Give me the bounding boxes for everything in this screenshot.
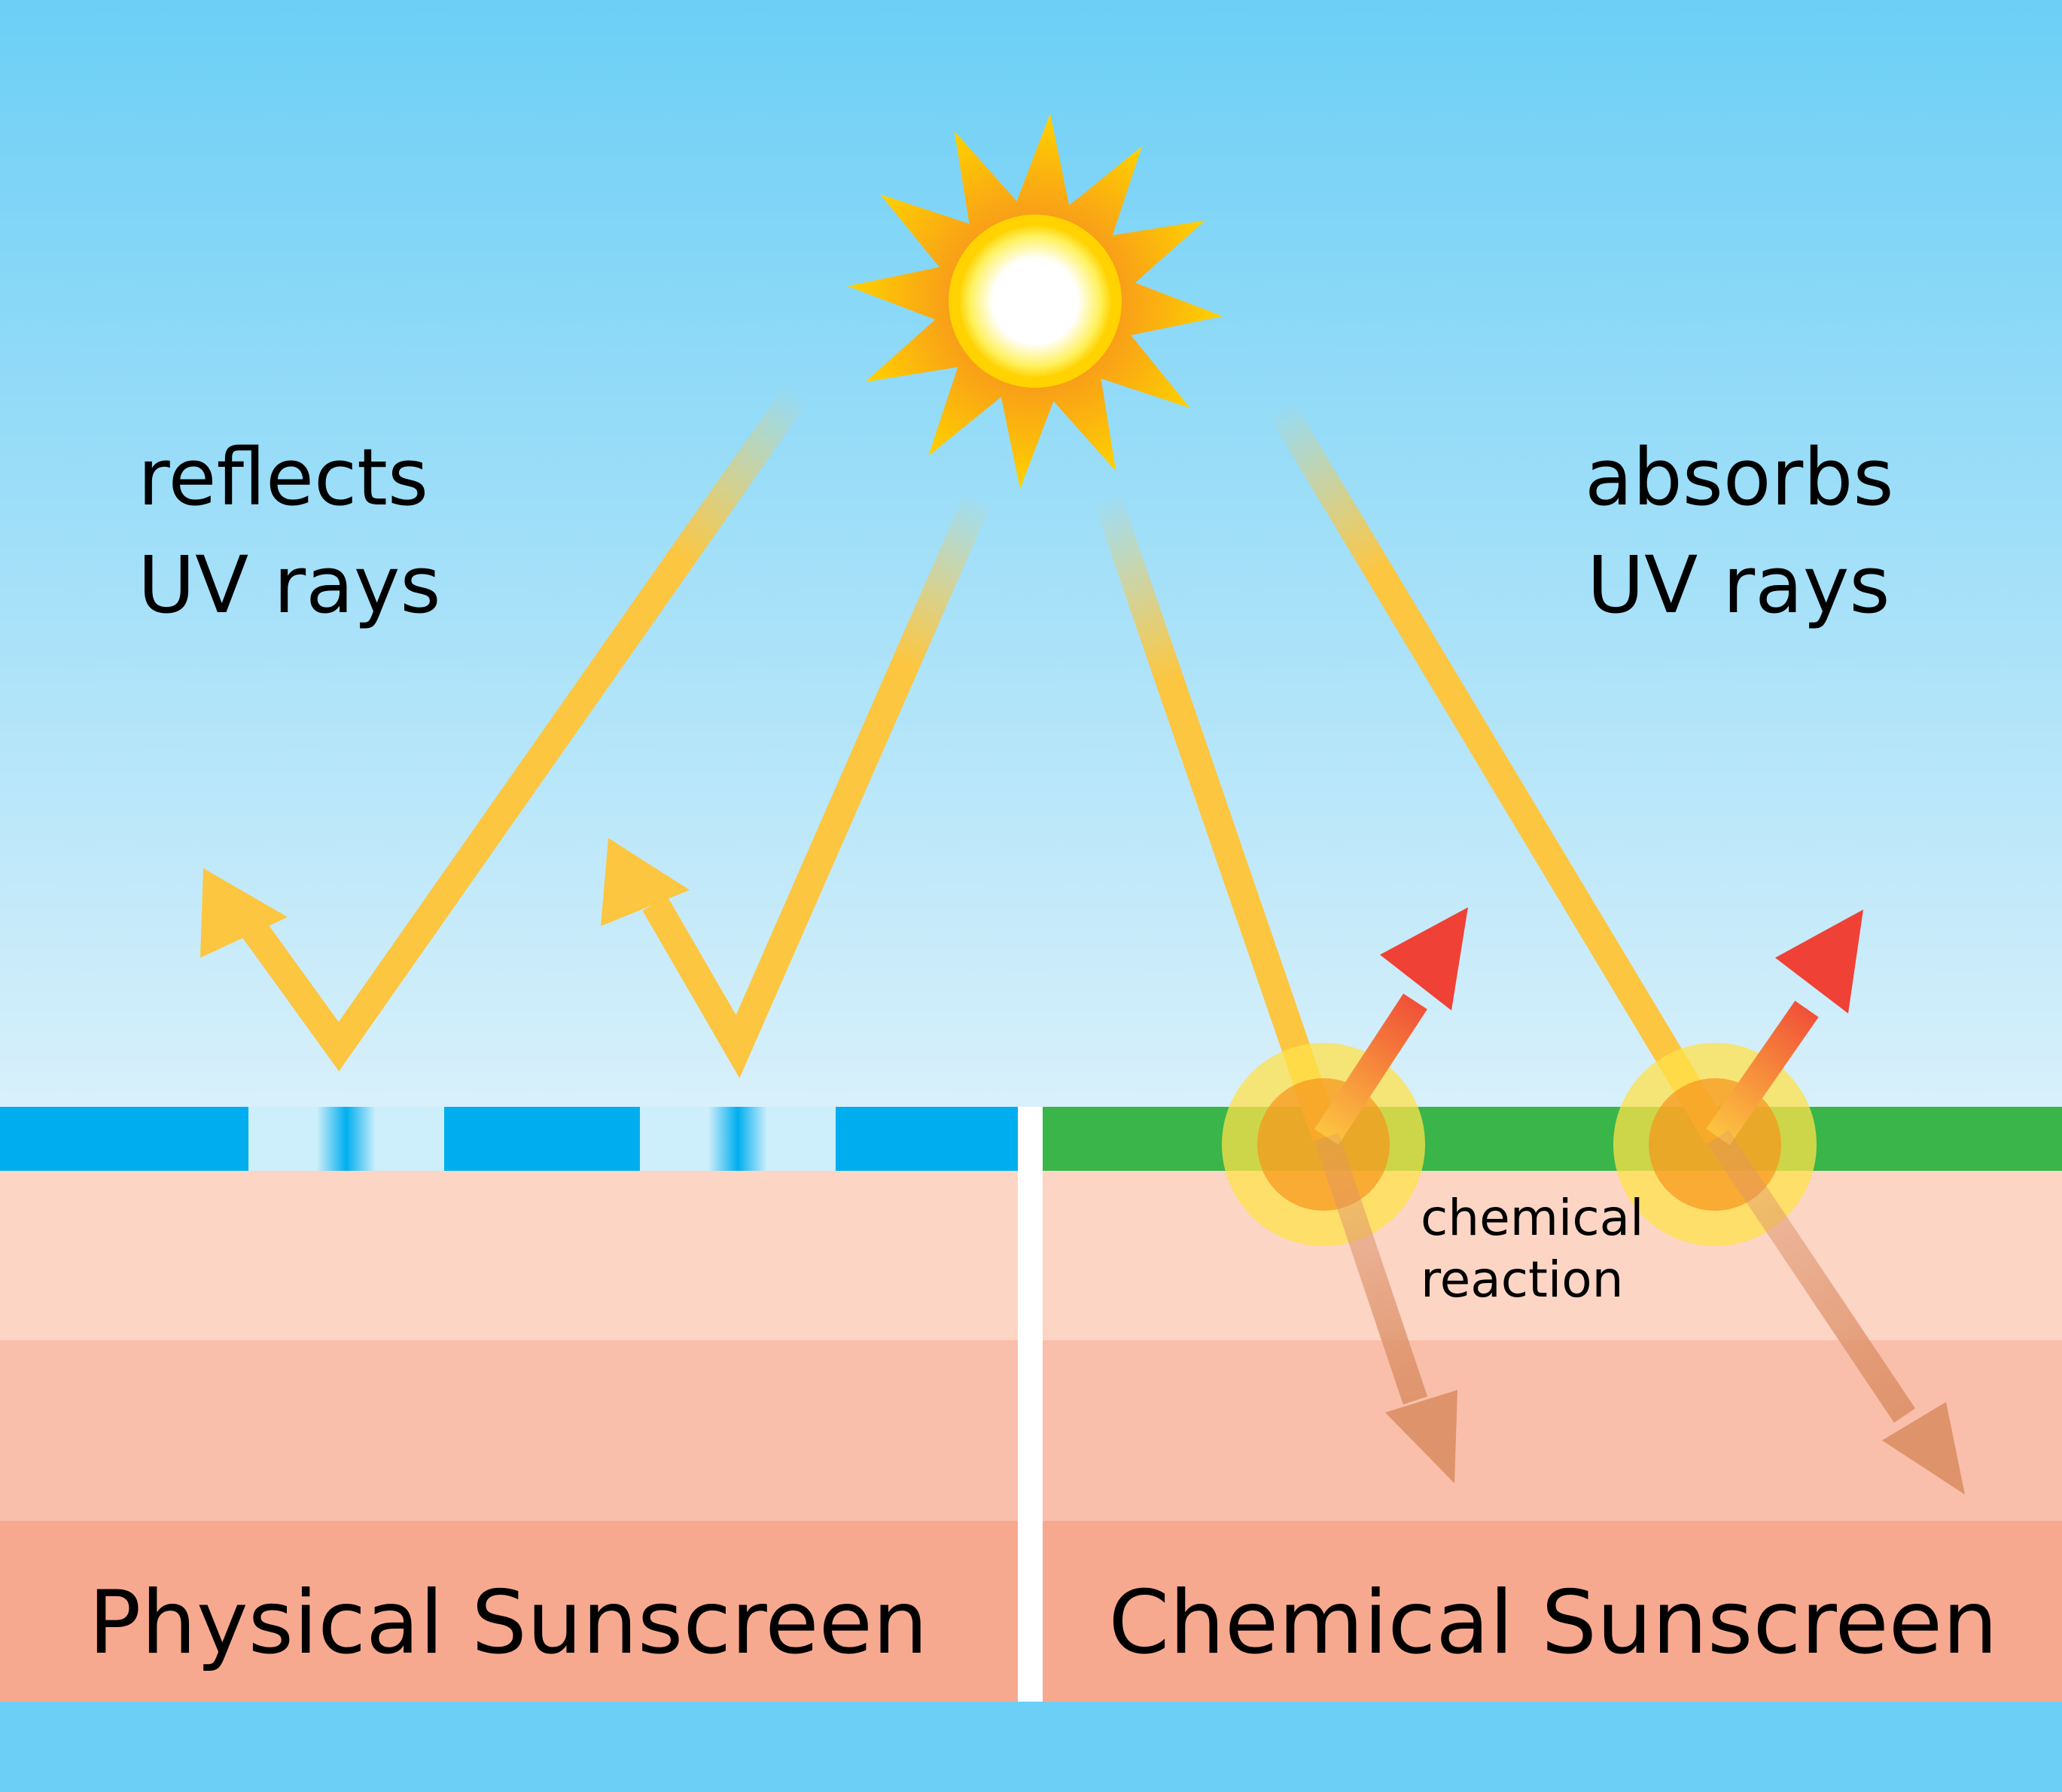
sun-core xyxy=(958,224,1112,378)
left-caption-line-1: reflects xyxy=(138,431,428,523)
heat-arrow-1-head xyxy=(1380,907,1468,1010)
chemical-sunscreen-layer xyxy=(1043,1107,2062,1171)
divider xyxy=(1018,1107,1043,1702)
heat-arrows xyxy=(1314,907,1863,1145)
reflected-rays xyxy=(200,383,992,1078)
right-caption-line-2: UV rays xyxy=(1587,539,1890,631)
absorbed-rays xyxy=(1093,399,1731,1144)
absorbed-ray-2 xyxy=(1267,399,1731,1144)
physical-sunscreen-layer xyxy=(0,1107,1018,1171)
right-caption-line-1: absorbs xyxy=(1585,431,1894,523)
down-arrow-2 xyxy=(1707,1129,1916,1423)
down-arrow-1-head xyxy=(1385,1390,1457,1483)
reaction-label-line-2: reaction xyxy=(1421,1251,1623,1309)
chemical-sunscreen-title: Chemical Sunscreen xyxy=(1108,1572,1997,1674)
sun-icon xyxy=(847,113,1223,489)
mineral-particle xyxy=(640,1107,836,1171)
down-arrow-1 xyxy=(1314,1132,1428,1405)
downward-arrows xyxy=(1314,1129,1965,1495)
down-arrow-2-head xyxy=(1882,1402,1965,1495)
reflected-ray-2-arrowhead xyxy=(601,838,690,926)
physical-layer-bar xyxy=(0,1107,1018,1171)
absorbed-ray-1 xyxy=(1093,492,1340,1142)
left-caption-line-2: UV rays xyxy=(138,539,441,631)
reflected-ray-1-arrowhead xyxy=(200,868,288,958)
physical-sunscreen-title: Physical Sunscreen xyxy=(88,1572,927,1674)
bottom-band xyxy=(0,1702,2062,1792)
reflected-ray-1 xyxy=(229,383,810,1071)
heat-arrow-2-head xyxy=(1775,910,1863,1013)
reaction-label-line-1: chemical xyxy=(1421,1189,1643,1247)
heat-arrow-1 xyxy=(1314,993,1427,1145)
heat-arrow-2 xyxy=(1706,1001,1819,1145)
mineral-particle xyxy=(248,1107,444,1171)
reflected-ray-2 xyxy=(642,491,992,1078)
